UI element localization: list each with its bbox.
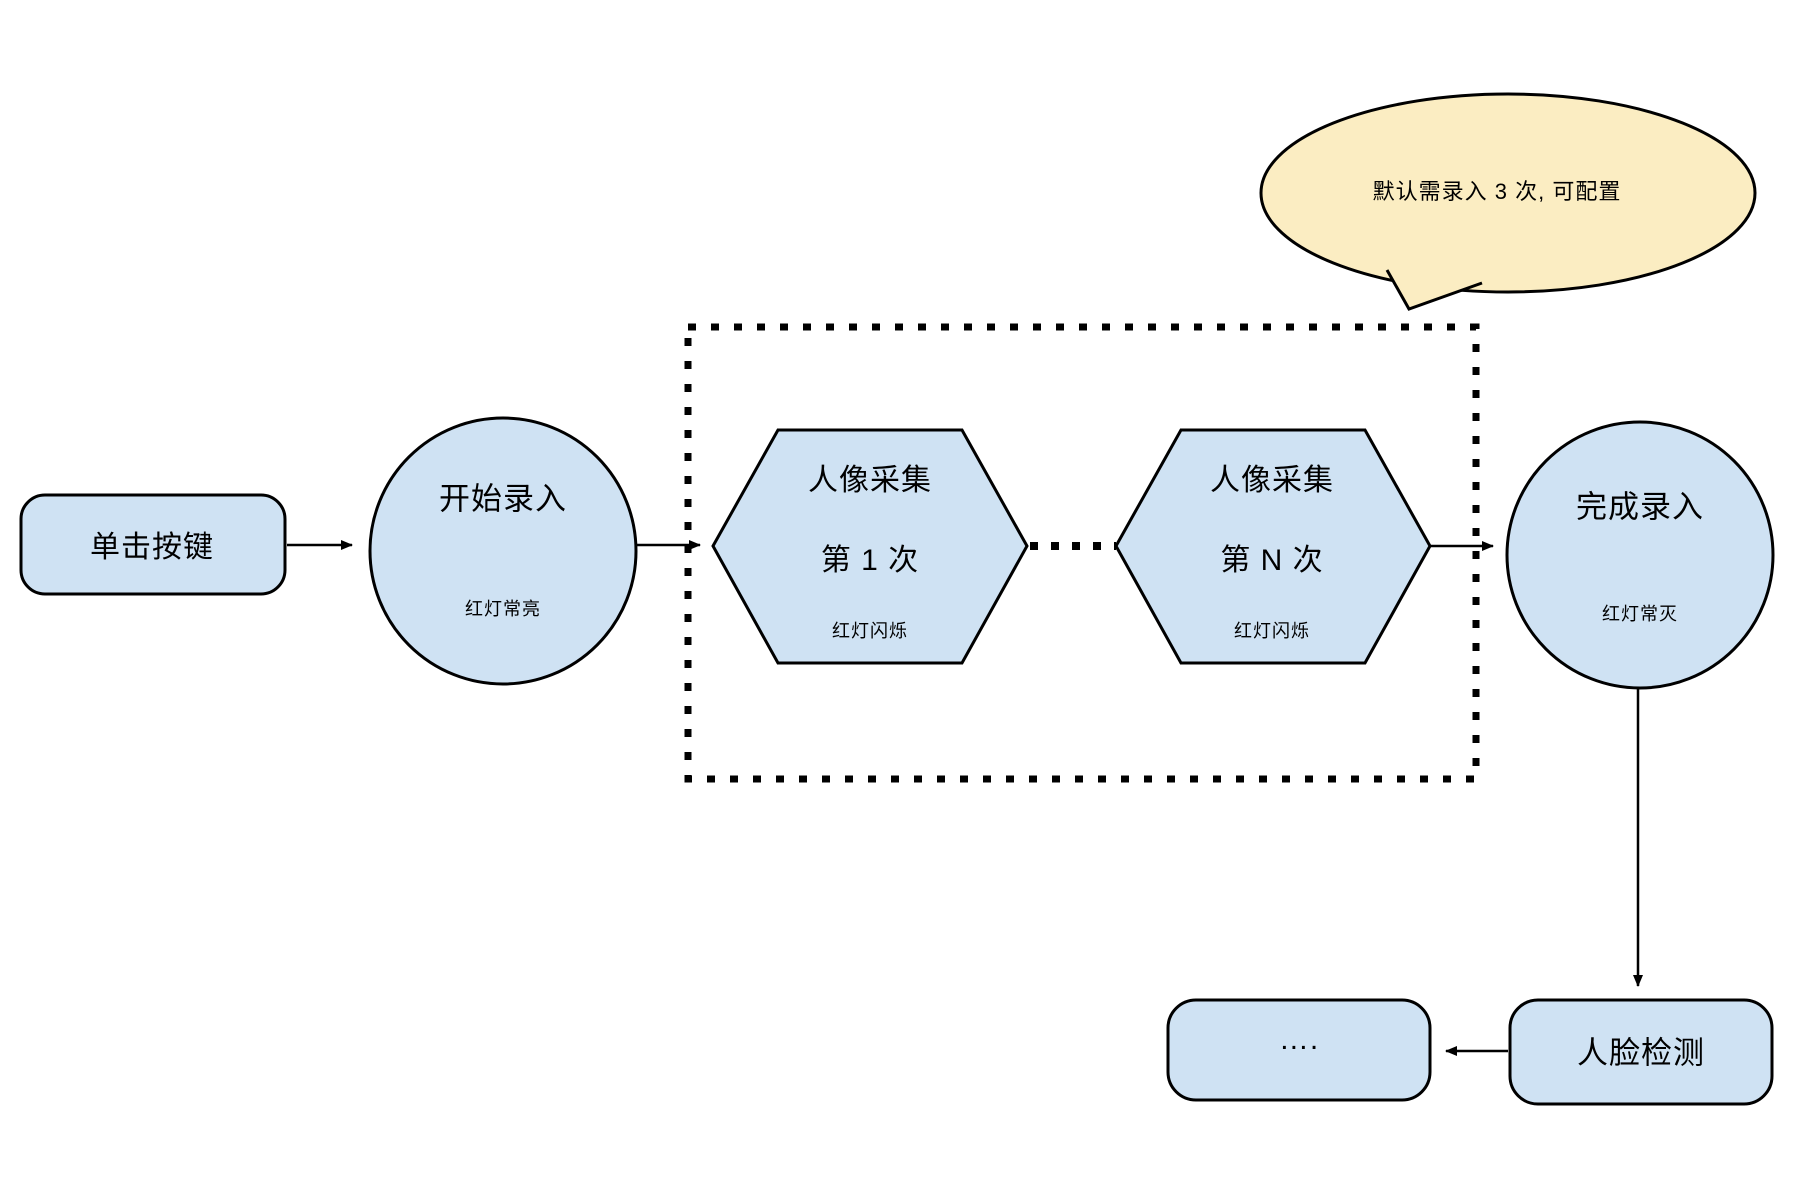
capture-nth-line2: 第 N 次: [1220, 544, 1324, 577]
ellipsis-label: ….: [1278, 1023, 1320, 1056]
capture-first-line2: 第 1 次: [820, 544, 920, 577]
finish-enroll-subtitle: 红灯常灭: [1602, 604, 1678, 624]
callout-bubble: [1259, 92, 1757, 294]
face-detect-node: [1508, 998, 1774, 1106]
capture-nth-node: [1114, 428, 1432, 665]
start-enroll-title: 开始录入: [439, 481, 567, 517]
finish-enroll-title: 完成录入: [1576, 489, 1704, 525]
finish-enroll-node: [1505, 420, 1775, 690]
capture-first-node: [711, 428, 1029, 665]
capture-first-subtitle: 红灯闪烁: [832, 621, 908, 641]
capture-nth-subtitle: 红灯闪烁: [1234, 621, 1310, 641]
click-button-label: 单击按键: [90, 531, 214, 564]
face-detect-label: 人脸检测: [1577, 1035, 1705, 1071]
callout-text: 默认需录入 3 次, 可配置: [1372, 179, 1622, 204]
capture-nth-line1: 人像采集: [1210, 464, 1334, 497]
click-button-node: [19, 493, 287, 596]
start-enroll-subtitle: 红灯常亮: [465, 599, 541, 619]
capture-first-line1: 人像采集: [808, 464, 932, 497]
ellipsis-node: [1166, 998, 1432, 1102]
callout-bubble-tail: [1385, 269, 1483, 311]
loop-boundary-dotted-box: [684, 323, 1480, 783]
start-enroll-node: [368, 416, 638, 686]
